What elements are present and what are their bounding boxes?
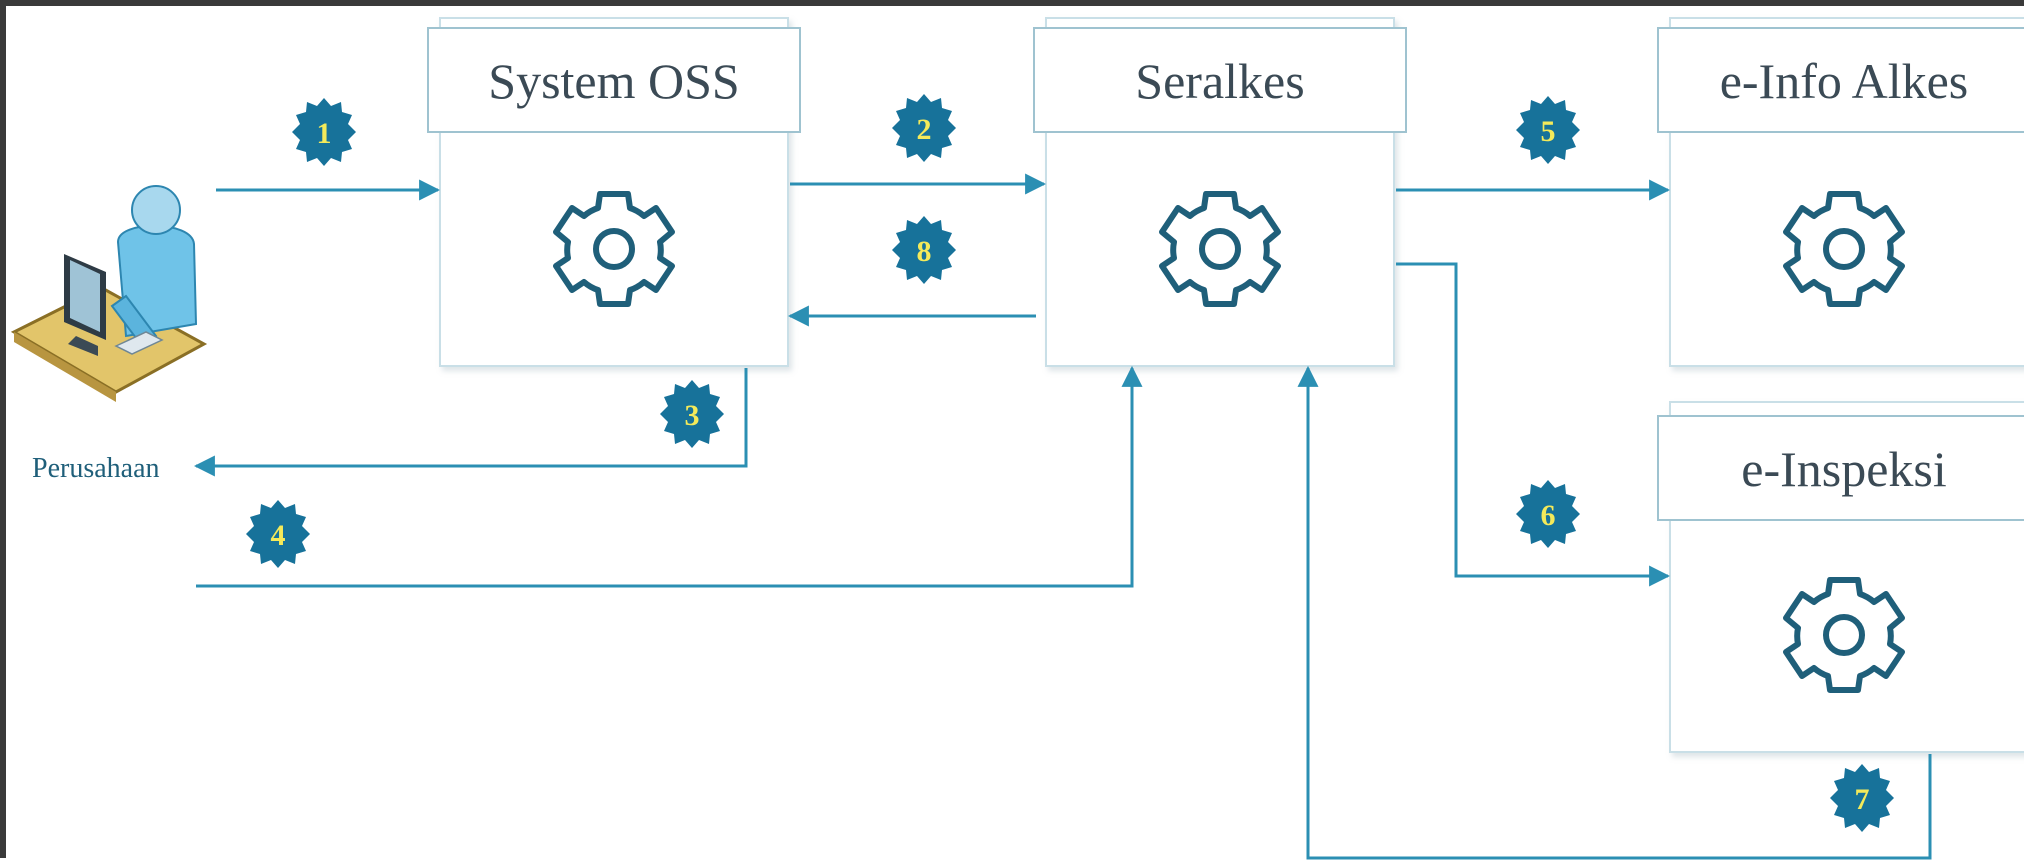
flow-arrow-step-3: [193, 368, 748, 477]
step-badge-1: 1: [292, 98, 356, 166]
system-einspeksi-title: e-Inspeksi: [1741, 441, 1947, 497]
step-number: 7: [1855, 783, 1870, 816]
system-einfo-card: e-Info Alkes: [1657, 17, 2024, 367]
flow-arrow-step-4: [196, 365, 1143, 588]
step-number: 6: [1541, 499, 1556, 532]
system-einspeksi-card: e-Inspeksi: [1657, 401, 2024, 753]
process-flow-diagram: System OSS Seralkes e-Info Alkes e-Inspe…: [10, 17, 2024, 860]
step-number: 2: [917, 113, 932, 146]
system-oss-card: System OSS: [427, 17, 801, 367]
step-badge-4: 4: [246, 500, 310, 568]
step-number: 4: [271, 519, 286, 552]
step-number: 5: [1541, 115, 1556, 148]
user-at-computer-icon: [10, 185, 208, 402]
flow-arrow-step-6: [1396, 262, 1671, 587]
system-einfo-title: e-Info Alkes: [1720, 53, 1969, 109]
system-oss-title: System OSS: [488, 53, 739, 109]
step-number: 1: [317, 117, 332, 150]
step-badge-6: 6: [1516, 480, 1580, 548]
step-badge-3: 3: [660, 380, 724, 448]
step-badge-8: 8: [892, 216, 956, 284]
step-number: 8: [917, 235, 932, 268]
actor-label-perusahaan: Perusahaan: [32, 453, 160, 484]
step-badge-7: 7: [1830, 764, 1894, 832]
step-badge-5: 5: [1516, 96, 1580, 164]
system-seralkes-title: Seralkes: [1135, 53, 1304, 109]
system-seralkes-card: Seralkes: [1033, 17, 1407, 367]
step-number: 3: [685, 399, 700, 432]
step-badge-2: 2: [892, 94, 956, 162]
